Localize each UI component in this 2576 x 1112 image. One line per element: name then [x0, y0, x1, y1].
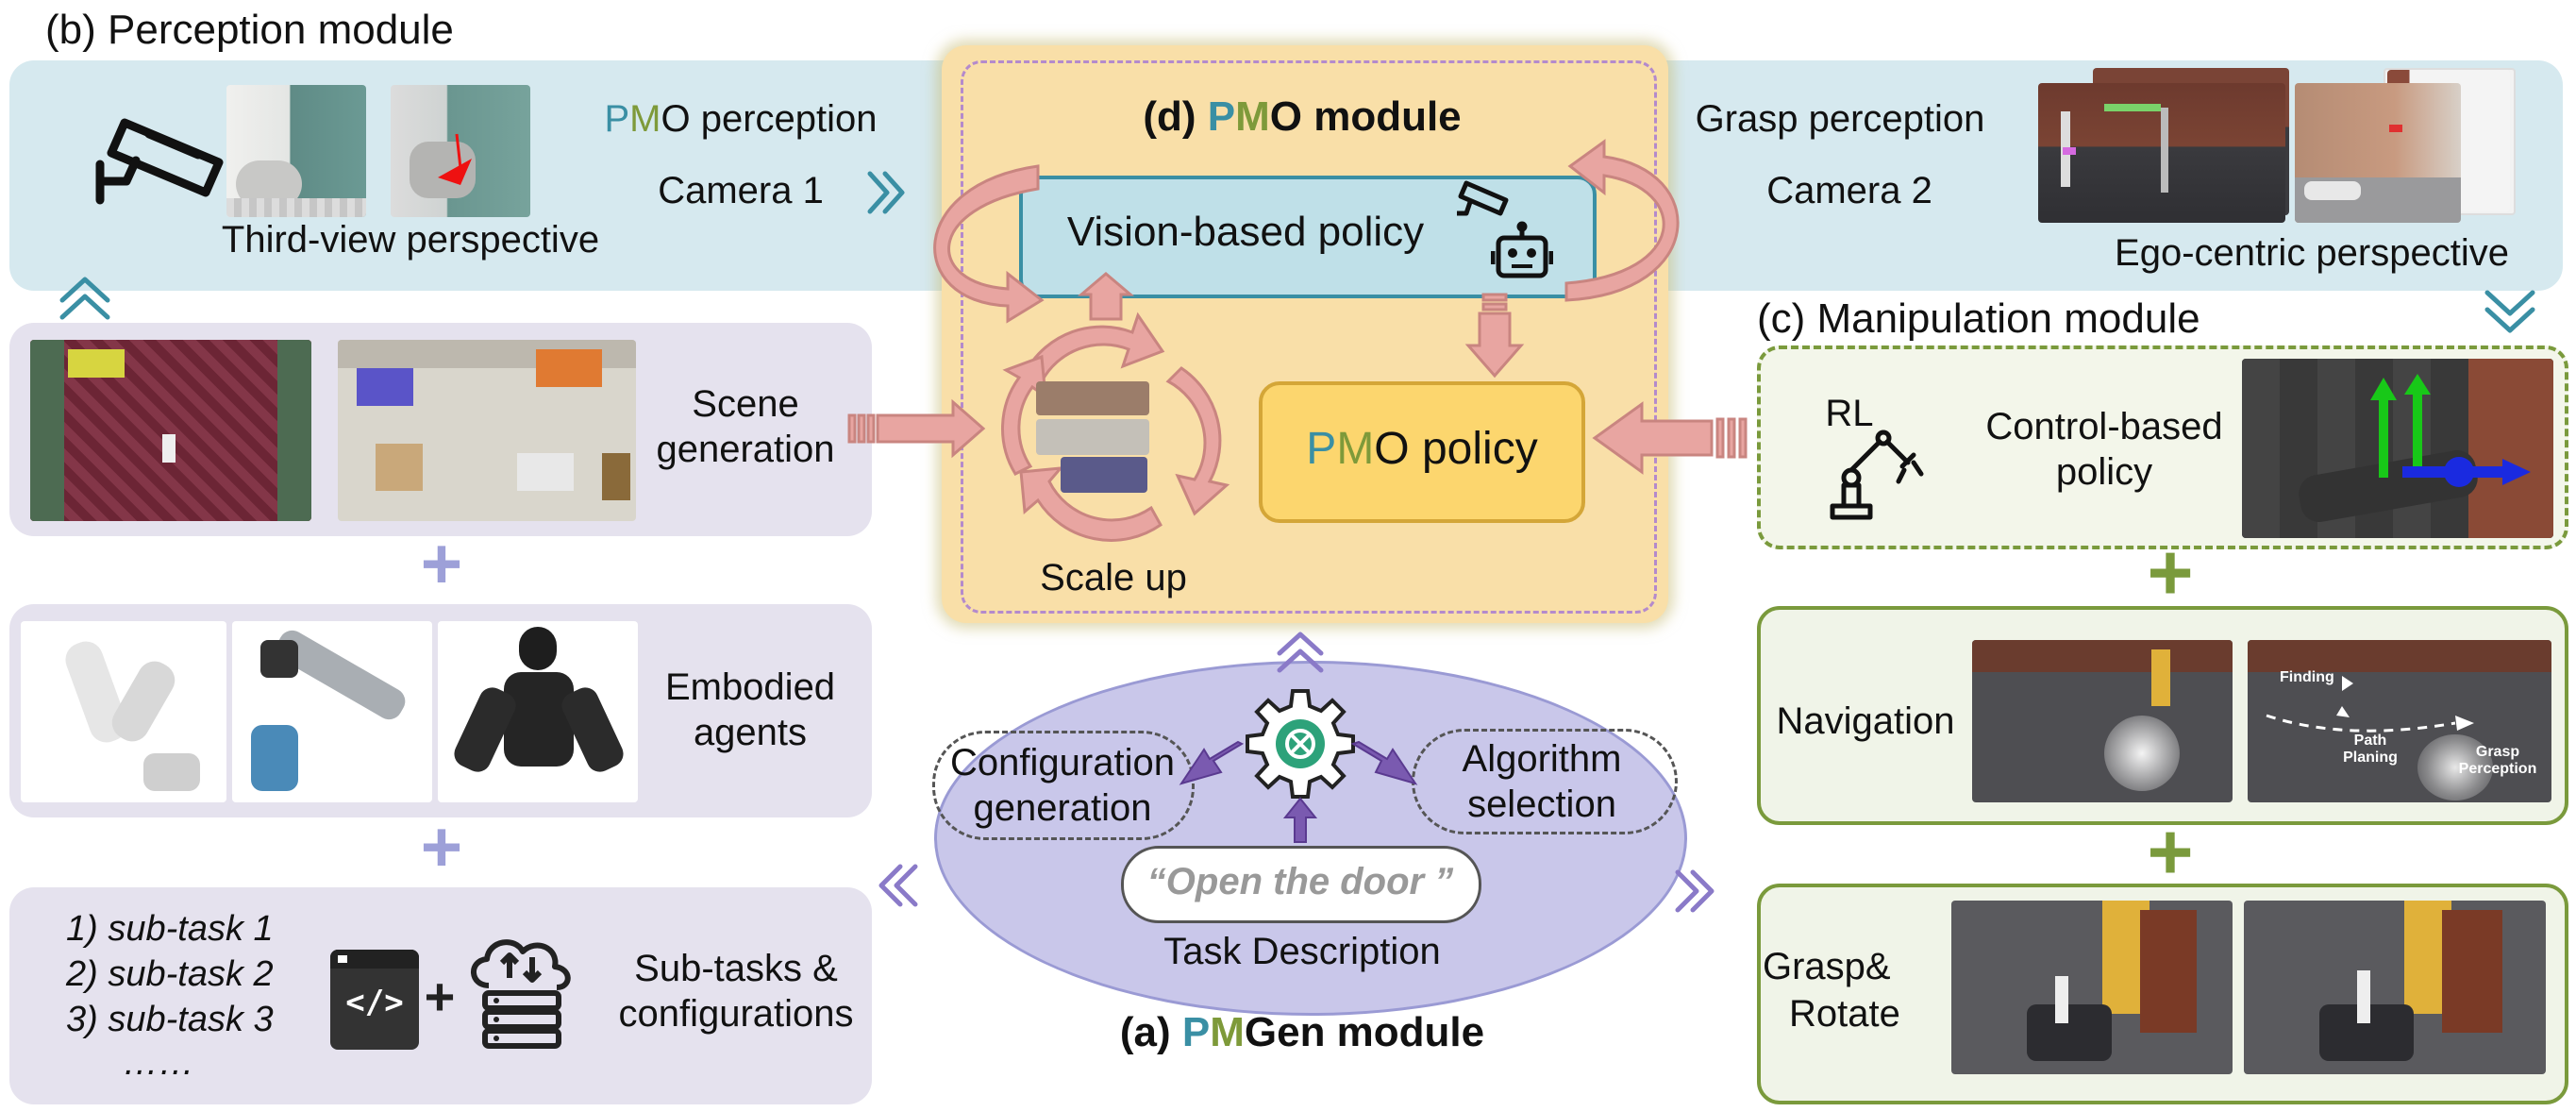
control-policy-line-2: policy	[2055, 451, 2153, 493]
cloud-server-icon	[471, 939, 571, 1049]
third-view-thumb-2	[391, 85, 530, 217]
scale-up-thumb-3	[1061, 457, 1147, 493]
subtasks-label-line-2: configurations	[618, 993, 854, 1035]
pmo-policy-box	[1259, 381, 1585, 523]
third-view-thumb-1	[226, 85, 366, 217]
subtask-2: 2) sub-task 2	[66, 954, 274, 994]
robot-arm-icon	[1830, 430, 1924, 520]
grasp-rotate-line-2: Rotate	[1789, 993, 1900, 1035]
control-policy-line-1: Control-based	[1985, 406, 2223, 447]
pmo-dashed-border	[961, 60, 1657, 614]
chatgpt-gear-icon	[1246, 689, 1355, 799]
plus-icon-1: +	[420, 524, 463, 604]
nav-thumb-2: Finding Path Planing Grasp Perception	[2248, 640, 2551, 802]
task-quote-box	[1121, 846, 1481, 923]
task-quote: “Open the door ”	[1146, 861, 1454, 902]
chevron-right-icon-4	[1690, 869, 1715, 913]
grasp-thumb-1	[1951, 901, 2233, 1074]
subtasks-panel	[9, 887, 872, 1104]
nav-thumb-1	[1972, 640, 2233, 802]
ego-centric-label: Ego-centric perspective	[2115, 232, 2509, 274]
embodied-agents-line-1: Embodied	[664, 666, 836, 708]
red-arrow-marker	[438, 133, 472, 185]
pmo-perception-label: PMO perception	[604, 98, 878, 140]
chevron-up-icon-2	[59, 294, 110, 320]
code-icon: </>	[330, 950, 419, 1050]
nav-path-label-1: Path	[2353, 733, 2387, 749]
scale-up-thumb-2	[1036, 419, 1149, 455]
config-generation-line-2: generation	[973, 787, 1152, 829]
subtasks-label-line-1: Sub-tasks &	[634, 948, 838, 989]
grasp-rotate-line-1: Grasp&	[1763, 946, 1891, 987]
subtask-more: ……	[123, 1043, 194, 1083]
agent-thumb-franka	[21, 621, 226, 802]
scale-up-label: Scale up	[1040, 557, 1187, 598]
algorithm-selection-line-2: selection	[1467, 783, 1616, 825]
task-description-label: Task Description	[1163, 931, 1441, 972]
chevron-left-icon-1	[878, 864, 903, 907]
vision-policy-label: Vision-based policy	[1066, 209, 1425, 255]
pmo-module-header: (d) PMO module	[1143, 93, 1462, 140]
pmo-policy-label: PMO policy	[1306, 424, 1538, 474]
nav-path-label-2: Planing	[2343, 750, 2398, 766]
config-generation-pill	[932, 731, 1195, 840]
camera-1-label: Camera 1	[658, 170, 824, 211]
algorithm-selection-line-1: Algorithm	[1462, 738, 1622, 780]
nav-grasp-label-2: Perception	[2458, 761, 2537, 777]
chevron-right-icon-3	[1675, 869, 1699, 913]
ego-thumb-1	[2038, 83, 2285, 223]
chevron-left-icon-2	[894, 864, 918, 907]
embodied-agents-line-2: agents	[693, 712, 808, 753]
camera-2-label: Camera 2	[1766, 170, 1932, 211]
agent-thumb-ur5	[232, 621, 432, 802]
grasp-perception-label: Grasp perception	[1695, 98, 1985, 140]
config-generation-line-1: Configuration	[950, 742, 1175, 783]
chevron-down-icon-1	[2484, 290, 2535, 316]
scene-thumb-2	[338, 340, 636, 521]
camera-small-icon	[1457, 180, 1509, 216]
manipulation-header: (c) Manipulation module	[1757, 295, 2200, 342]
rl-label: RL	[1825, 393, 1874, 434]
nav-grasp-label-1: Grasp	[2475, 744, 2520, 760]
grasp-closeup-thumb	[2242, 359, 2553, 538]
scene-generation-line-1: Scene	[692, 383, 799, 425]
security-camera-icon	[95, 118, 224, 205]
plus-icon-code: +	[424, 967, 456, 1026]
ego-thumb-2	[2295, 83, 2461, 223]
scale-up-thumb-1	[1036, 381, 1149, 415]
plus-icon-3: +	[2147, 528, 2194, 616]
chevron-up-icon-3	[1277, 632, 1324, 656]
plus-icon-2: +	[420, 807, 463, 887]
chevron-down-icon-2	[2484, 307, 2535, 333]
scene-generation-line-2: generation	[656, 429, 835, 470]
perception-header: (b) Perception module	[45, 7, 454, 53]
code-glyph: </>	[345, 984, 404, 1021]
scene-thumb-1	[30, 340, 311, 521]
navigation-label: Navigation	[1776, 700, 1955, 742]
plus-icon-4: +	[2147, 807, 2194, 896]
nav-finding-label: Finding	[2280, 669, 2334, 685]
subtask-1: 1) sub-task 1	[66, 909, 274, 949]
grasp-thumb-2	[2244, 901, 2546, 1074]
subtask-3: 3) sub-task 3	[66, 1000, 274, 1039]
robot-head-icon	[1491, 221, 1553, 278]
agent-thumb-humanoid	[438, 621, 638, 802]
pmgen-header: (a) PMGen module	[1119, 1009, 1485, 1055]
third-view-label: Third-view perspective	[221, 219, 600, 261]
